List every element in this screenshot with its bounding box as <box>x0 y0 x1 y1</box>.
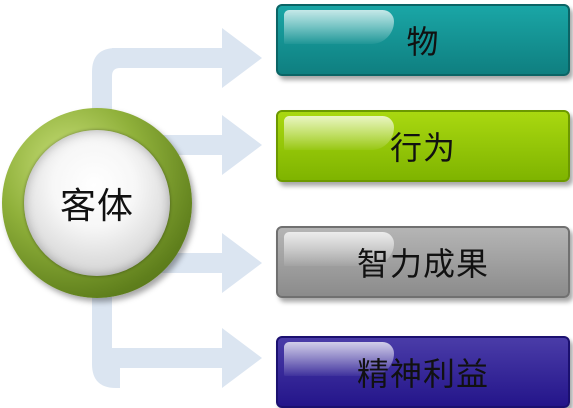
item-label-3: 智力成果 <box>356 245 489 283</box>
arrow-to-item-4 <box>112 328 262 388</box>
item-label-4: 精神利益 <box>356 355 489 393</box>
item-box-3: 智力成果 <box>276 226 570 298</box>
item-label-2: 行为 <box>389 129 456 167</box>
center-node: 客体 <box>2 108 192 298</box>
item-box-4: 精神利益 <box>276 336 570 408</box>
center-label: 客体 <box>59 186 134 227</box>
item-box-1: 物 <box>276 4 570 76</box>
item-label-1: 物 <box>406 23 440 61</box>
item-box-2: 行为 <box>276 110 570 182</box>
arrow-to-item-3 <box>150 233 262 293</box>
center-node-inner: 客体 <box>24 130 170 276</box>
arrow-to-item-2 <box>150 115 262 175</box>
arrow-to-item-1 <box>112 28 262 88</box>
